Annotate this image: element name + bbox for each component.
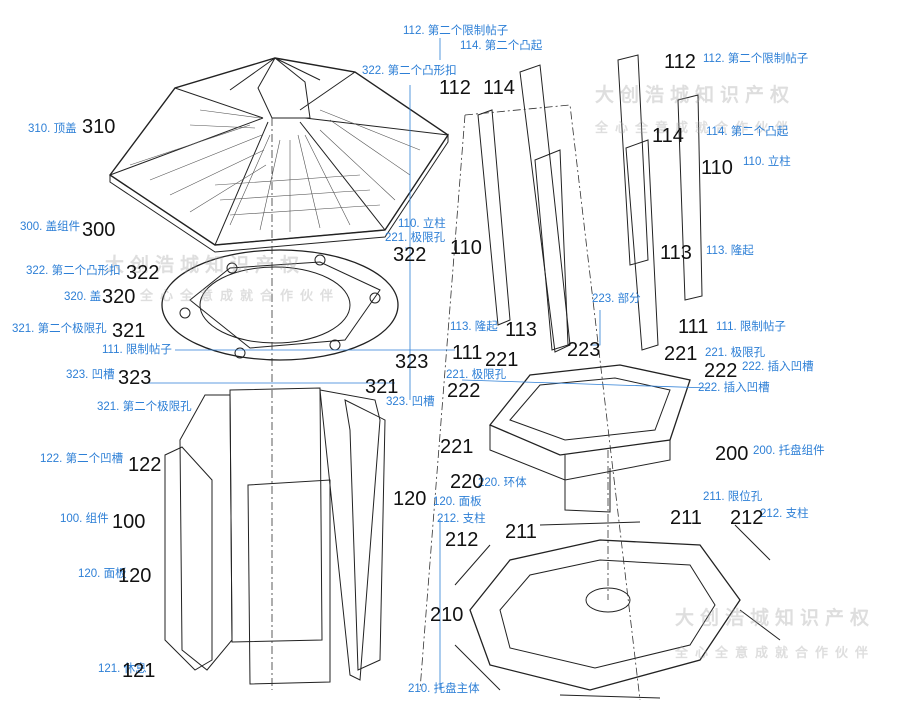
callout-label: 211. 限位孔	[703, 491, 763, 503]
watermark-line2: 全心全意成就合作伙伴	[140, 289, 341, 304]
reference-numeral: 320	[102, 286, 136, 308]
reference-numeral: 113	[660, 242, 692, 264]
reference-numeral: 210	[430, 604, 464, 626]
callout-label: 323. 凹槽	[386, 396, 435, 408]
pillars-drawing	[477, 54, 703, 353]
callout-label: 200. 托盘组件	[753, 445, 825, 457]
reference-numeral: 110	[701, 157, 733, 179]
callout-label: 321. 第二个极限孔	[12, 323, 107, 335]
reference-numeral: 222	[704, 360, 738, 382]
reference-numeral: 112	[664, 51, 696, 73]
callout-label: 222. 插入凹槽	[742, 361, 814, 373]
reference-numeral: 211	[505, 521, 537, 543]
callout-label: 321. 第二个极限孔	[97, 401, 192, 413]
reference-numeral: 120	[118, 565, 152, 587]
callout-label: 322. 第二个凸形扣	[362, 65, 457, 77]
reference-numeral: 300	[82, 219, 116, 241]
reference-numeral: 110	[450, 237, 482, 259]
lid-ring-drawing	[161, 249, 399, 361]
callout-label: 112. 第二个限制帖子	[403, 25, 509, 37]
callout-label: 120. 面板	[433, 496, 482, 508]
reference-numeral: 323	[395, 351, 429, 373]
reference-numeral: 222	[447, 380, 481, 402]
callout-label: 300. 盖组件	[20, 221, 81, 233]
callout-label: 221. 极限孔	[385, 232, 446, 244]
callout-label: 322. 第二个凸形扣	[26, 265, 121, 277]
callout-label: 122. 第二个凹槽	[40, 453, 124, 465]
callout-label: 220. 环体	[478, 477, 527, 489]
callout-label: 113. 隆起	[450, 321, 498, 333]
reference-numeral: 310	[82, 116, 116, 138]
reference-numeral: 122	[128, 454, 162, 476]
reference-numeral: 121	[122, 660, 156, 682]
callout-label: 114. 第二个凸起	[460, 40, 543, 52]
callout-label: 110. 立柱	[743, 156, 791, 168]
callout-label: 223. 部分	[592, 293, 641, 305]
callout-label: 310. 顶盖	[28, 123, 77, 135]
reference-numeral: 220	[450, 471, 484, 493]
callout-label: 120. 面板	[78, 568, 127, 580]
reference-numeral: 200	[715, 443, 749, 465]
reference-numeral: 212	[445, 529, 479, 551]
callout-label: 221. 极限孔	[446, 369, 507, 381]
reference-numeral: 111	[452, 342, 483, 364]
reference-numeral: 223	[567, 339, 601, 361]
callout-label: 320. 盖	[64, 291, 102, 303]
callout-label: 100. 组件	[60, 513, 109, 525]
reference-numeral: 323	[118, 367, 152, 389]
callout-label: 110. 立柱	[398, 218, 446, 230]
watermark-line1: 大创浩城知识产权	[675, 607, 876, 629]
reference-numeral: 221	[664, 343, 698, 365]
watermark-line2: 全心全意成就合作伙伴	[595, 121, 796, 136]
reference-numeral: 112	[439, 77, 471, 99]
callout-label: 210. 托盘主体	[408, 683, 480, 695]
watermark-line1: 大创浩城知识产权	[105, 254, 306, 276]
reference-numeral: 211	[670, 507, 702, 529]
reference-numeral: 113	[505, 319, 537, 341]
reference-numeral: 114	[483, 77, 515, 99]
reference-numeral: 111	[678, 316, 709, 338]
callout-label: 212. 支柱	[437, 513, 486, 525]
reference-numeral: 221	[440, 436, 474, 458]
reference-numeral: 100	[112, 511, 146, 533]
callout-label: 111. 限制帖子	[716, 321, 786, 333]
reference-numeral: 322	[126, 262, 160, 284]
reference-numeral: 321	[365, 376, 399, 398]
callout-label: 121. 休息	[98, 663, 147, 675]
watermark-line2: 全心全意成就合作伙伴	[675, 646, 876, 661]
top-cover-drawing	[108, 57, 449, 253]
ring-body-drawing	[488, 364, 691, 513]
callout-label: 212. 支柱	[760, 508, 809, 520]
callout-label: 114. 第二个凸起	[706, 126, 789, 138]
callout-label: 112. 第二个限制帖子	[703, 53, 809, 65]
reference-numeral: 120	[393, 488, 427, 510]
reference-numeral: 321	[112, 320, 146, 342]
reference-numeral: 114	[652, 125, 684, 147]
callout-label: 111. 限制帖子	[102, 344, 172, 356]
callout-label: 323. 凹槽	[66, 369, 115, 381]
reference-numeral: 221	[485, 349, 519, 371]
tray-drawing	[454, 521, 781, 699]
callout-label: 113. 隆起	[706, 245, 754, 257]
callout-label: 222. 插入凹槽	[698, 382, 770, 394]
panels-drawing	[164, 387, 386, 685]
callout-label: 221. 极限孔	[705, 347, 766, 359]
reference-numeral: 212	[730, 507, 764, 529]
reference-numeral: 322	[393, 244, 427, 266]
watermark-line1: 大创浩城知识产权	[595, 84, 796, 106]
